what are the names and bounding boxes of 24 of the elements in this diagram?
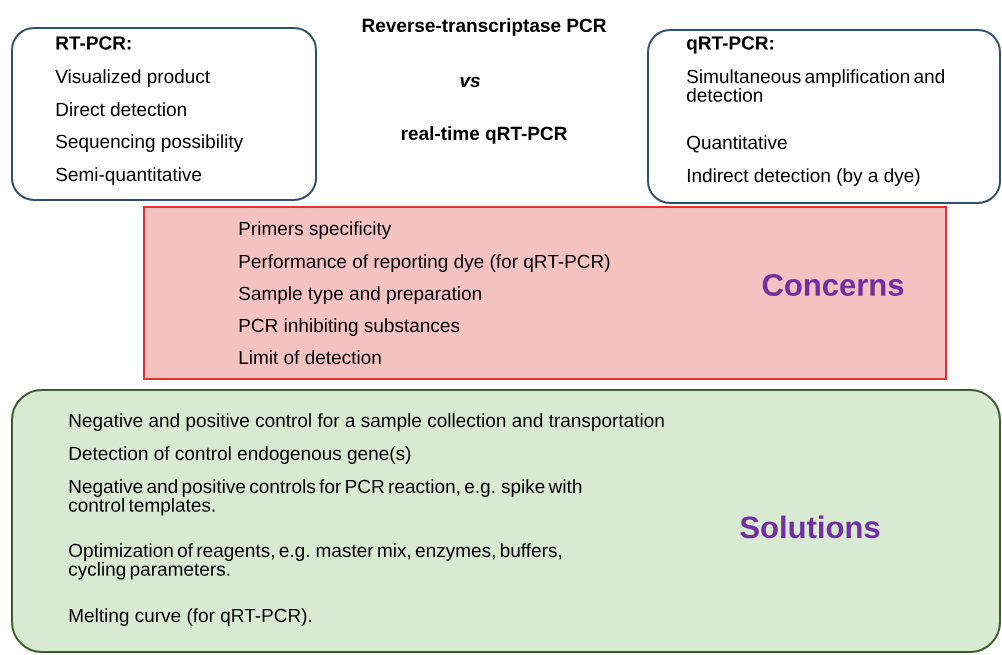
list-item: Negative and positive controls for PCR reaction, e.g. spike with control templates. [69, 479, 582, 516]
list-item: Performance of reporting dye (for qRT-PCR) [239, 254, 610, 272]
list-item: Indirect detection (by a dye) [687, 168, 920, 186]
list-item: Simultaneous amplification and detection [687, 69, 944, 102]
list-item: Optimization of reagents, e.g. master mix, enzymes, buffers, cycling parameters. [69, 543, 562, 580]
box-heading: RT-PCR: [56, 36, 131, 50]
title-text: Reverse-transcriptase PCR [362, 18, 607, 36]
list-item: Sequencing possibility [56, 134, 244, 152]
list-item: Semi-quantitative [56, 167, 202, 185]
list-item: Melting curve (for qRT-PCR). [69, 608, 312, 626]
list-item: Direct detection [56, 102, 186, 117]
title-text: vs [460, 76, 480, 88]
list-item: Visualized product [55, 69, 210, 87]
list-item: Limit of detection [239, 350, 381, 365]
list-item: PCR inhibiting substances [239, 318, 460, 336]
section-title: Solutions [740, 515, 880, 539]
list-item: Sample type and preparation [239, 286, 481, 304]
list-item: Negative and positive control for a sample collection and transportation [69, 413, 664, 431]
list-item: Primers specificity [239, 221, 392, 239]
list-item: Quantitative [687, 135, 787, 153]
list-item: Detection of control endogenous gene(s) [69, 446, 411, 464]
title-text: real-time qRT-PCR [401, 126, 567, 144]
box-heading: qRT-PCR: [687, 36, 774, 54]
section-title: Concerns [762, 274, 904, 296]
